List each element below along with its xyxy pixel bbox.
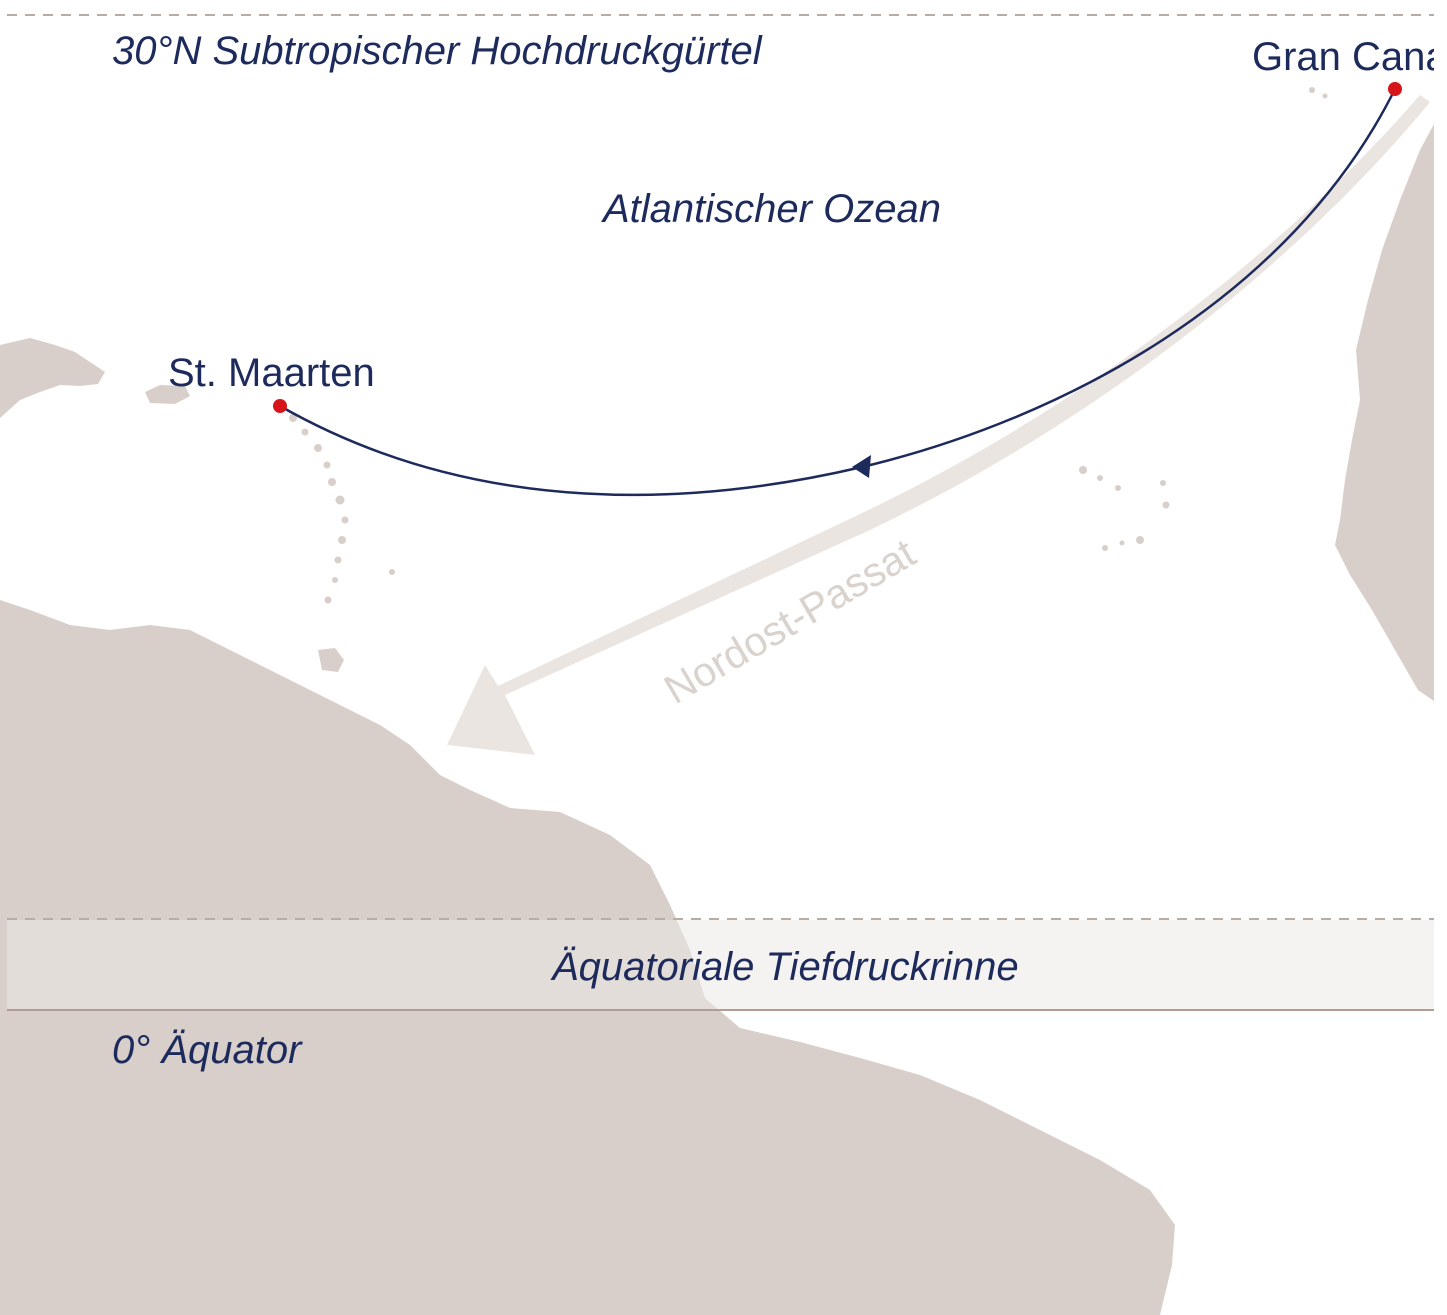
port-label-gran-canaria: Gran Canaria [1252, 35, 1447, 79]
itcz-label: Äquatoriale Tiefdruckrinne [550, 945, 1019, 989]
greater-antilles-island [0, 338, 105, 418]
port-label-st-maarten: St. Maarten [168, 351, 375, 395]
subtropical-high-label: 30°N Subtropischer Hochdruckgürtel [112, 29, 763, 73]
itcz-band [7, 920, 1434, 1009]
port-marker-gran-canaria [1388, 82, 1402, 96]
ocean-label: Atlantischer Ozean [601, 187, 941, 231]
puerto-rico-island [145, 385, 190, 404]
equator-label: 0° Äquator [112, 1028, 303, 1072]
trinidad-island [318, 648, 344, 672]
right-margin [1434, 0, 1447, 1315]
africa-landmass [1335, 124, 1434, 702]
lesser-antilles-islands [289, 87, 1328, 604]
cape-verde-islands [1079, 466, 1170, 551]
port-marker-st-maarten [273, 399, 287, 413]
route-direction-arrowhead [852, 455, 871, 478]
